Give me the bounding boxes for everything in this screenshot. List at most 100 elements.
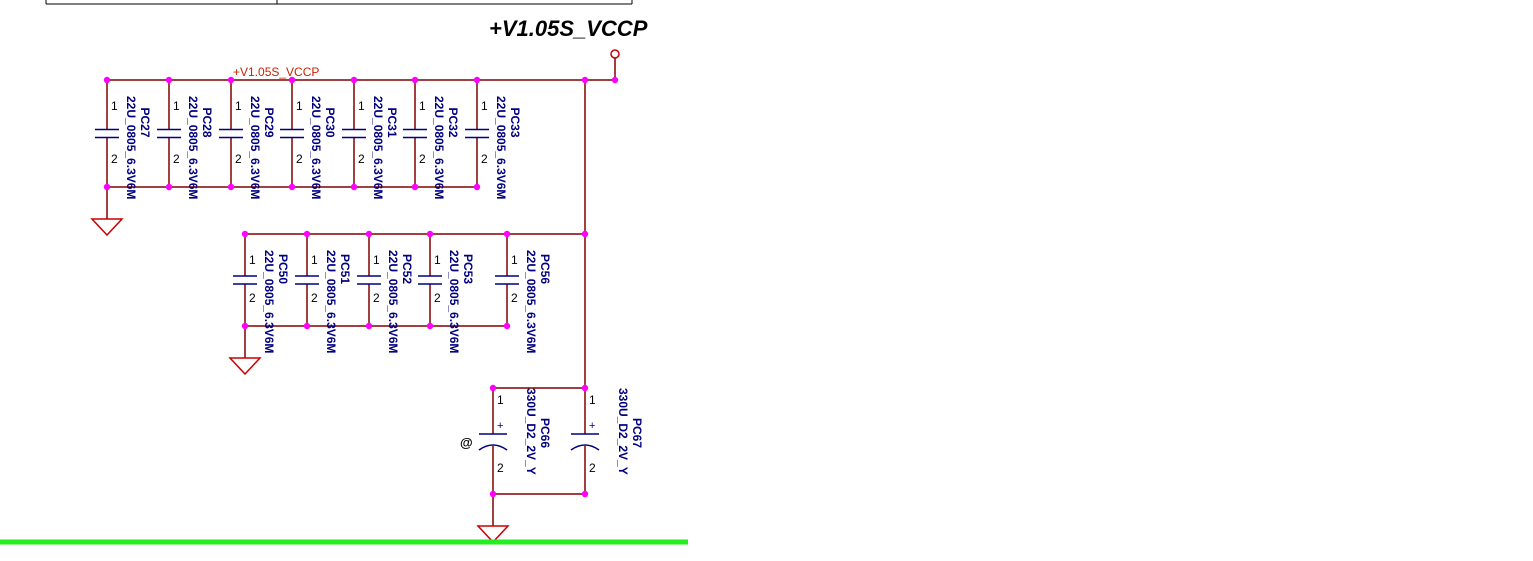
junction-dot <box>165 76 173 84</box>
capacitor-ref: PC67 <box>630 418 644 448</box>
pin-number: 1 <box>173 99 180 113</box>
junction-dot <box>303 322 311 330</box>
at-marker: @ <box>460 435 473 450</box>
capacitor-value: 22U_0805_6.3V6M <box>524 250 538 353</box>
capacitor-ref: PC28 <box>200 108 214 138</box>
ground-symbol <box>476 525 510 544</box>
capacitor-ref: PC33 <box>508 108 522 138</box>
pin-number: 1 <box>434 253 441 267</box>
capacitor-value: 22U_0805_6.3V6M <box>124 96 138 199</box>
capacitor-ref: PC66 <box>538 418 552 448</box>
junction-dot <box>581 384 589 392</box>
pin-number: 2 <box>296 152 303 166</box>
junction-dot <box>473 183 481 191</box>
junction-dot <box>581 490 589 498</box>
junction-dot <box>489 490 497 498</box>
ground-symbol <box>90 218 124 237</box>
junction-dot <box>473 76 481 84</box>
capacitor-ref: PC53 <box>461 254 475 284</box>
pin-number: 2 <box>511 291 518 305</box>
capacitor-ref: PC27 <box>138 108 152 138</box>
pin-number: 2 <box>589 461 596 475</box>
junction-dot <box>489 384 497 392</box>
pin-number: 1 <box>249 253 256 267</box>
ground-symbol <box>228 357 262 376</box>
capacitor-value: 22U_0805_6.3V6M <box>432 96 446 199</box>
junction-dot <box>241 322 249 330</box>
grounds <box>90 218 510 544</box>
capacitor-value: 22U_0805_6.3V6M <box>371 96 385 199</box>
junction-dot <box>426 230 434 238</box>
polarity-mark: + <box>589 420 595 432</box>
junction-dot <box>241 230 249 238</box>
junction-dot <box>303 230 311 238</box>
junction-dot <box>411 183 419 191</box>
pin-number: 2 <box>373 291 380 305</box>
capacitor-value: 330U_D2_2V_Y <box>524 388 538 475</box>
polarity-mark: + <box>497 420 503 432</box>
pin-number: 1 <box>481 99 488 113</box>
capacitor-value: 22U_0805_6.3V6M <box>248 96 262 199</box>
capacitor-value: 330U_D2_2V_Y <box>616 388 630 475</box>
capacitor-value: 22U_0805_6.3V6M <box>309 96 323 199</box>
capacitor-curved-plate <box>570 444 600 451</box>
junction-dot <box>227 183 235 191</box>
junction-dot <box>365 230 373 238</box>
junction-dot <box>350 183 358 191</box>
pin-number: 2 <box>311 291 318 305</box>
junction-dot <box>103 183 111 191</box>
pin-number: 2 <box>249 291 256 305</box>
pin-number: 1 <box>358 99 365 113</box>
wires <box>106 79 615 526</box>
pin-number: 2 <box>111 152 118 166</box>
junction-dot <box>288 76 296 84</box>
capacitor-value: 22U_0805_6.3V6M <box>494 96 508 199</box>
capacitor-ref: PC30 <box>323 108 337 138</box>
pin-number: 1 <box>373 253 380 267</box>
capacitor-value: 22U_0805_6.3V6M <box>186 96 200 199</box>
junction-dot <box>365 322 373 330</box>
pin-number: 2 <box>419 152 426 166</box>
pin-number: 2 <box>497 461 504 475</box>
junction-dot <box>288 183 296 191</box>
pin-number: 1 <box>511 253 518 267</box>
pin-number: 2 <box>434 291 441 305</box>
junction-dot <box>411 76 419 84</box>
pin-number: 1 <box>111 99 118 113</box>
pin-number: 1 <box>589 393 596 407</box>
power-net-title: +V1.05S_VCCP <box>489 16 648 41</box>
pin-number: 1 <box>419 99 426 113</box>
pin-number: 1 <box>311 253 318 267</box>
capacitor-value: 22U_0805_6.3V6M <box>324 250 338 353</box>
junction-dot <box>227 76 235 84</box>
capacitor-ref: PC51 <box>338 254 352 284</box>
capacitor-curved-plate <box>478 444 508 451</box>
pin-number: 1 <box>296 99 303 113</box>
pin-number: 2 <box>173 152 180 166</box>
title-block-fragment <box>45 0 633 5</box>
capacitor-ref: PC56 <box>538 254 552 284</box>
capacitor-value: 22U_0805_6.3V6M <box>447 250 461 353</box>
capacitor-value: 22U_0805_6.3V6M <box>262 250 276 353</box>
pin-number: 2 <box>481 152 488 166</box>
pin-number: 2 <box>235 152 242 166</box>
junction-dot <box>503 322 511 330</box>
junctions <box>103 76 619 498</box>
junction-dot <box>611 76 619 84</box>
junction-dot <box>426 322 434 330</box>
pin-number: 2 <box>358 152 365 166</box>
pin-number: 1 <box>235 99 242 113</box>
junction-dot <box>503 230 511 238</box>
junction-dot <box>581 76 589 84</box>
junction-dot <box>581 230 589 238</box>
pin-number: 1 <box>497 393 504 407</box>
junction-dot <box>103 76 111 84</box>
capacitor-ref: PC29 <box>262 108 276 138</box>
net-label: +V1.05S_VCCP <box>233 65 319 79</box>
capacitor-ref: PC52 <box>400 254 414 284</box>
capacitor-ref: PC32 <box>446 108 460 138</box>
junction-dot <box>165 183 173 191</box>
capacitor-ref: PC31 <box>385 108 399 138</box>
